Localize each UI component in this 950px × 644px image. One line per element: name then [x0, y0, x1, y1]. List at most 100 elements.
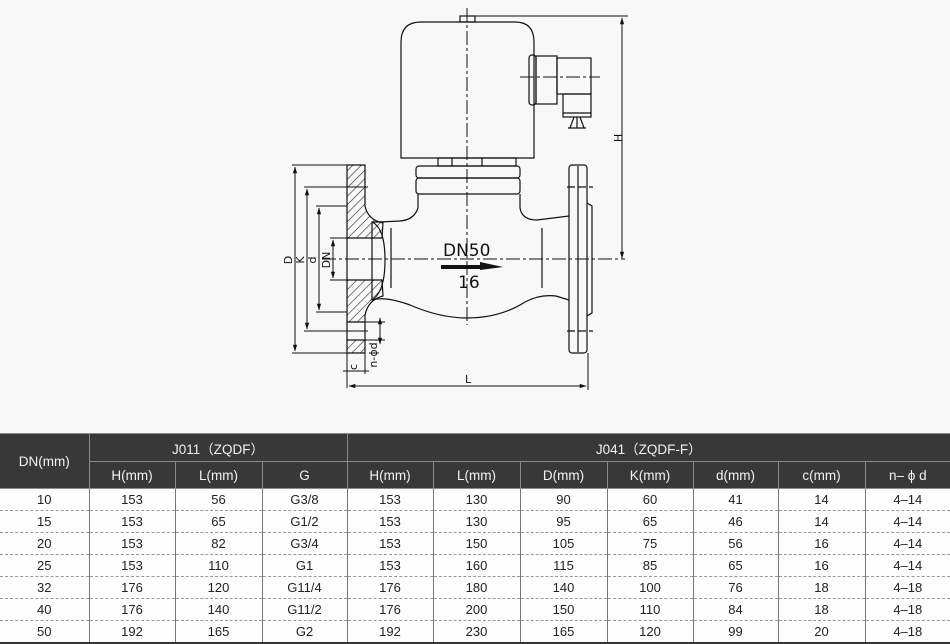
header-group-j041: J041（ZQDF-F）	[346, 433, 950, 462]
cell: 115	[519, 554, 608, 577]
cell: 153	[88, 510, 176, 533]
header-j041-c: c(mm)	[777, 461, 866, 489]
dim-label-K: K	[294, 256, 307, 264]
cell: 130	[432, 488, 521, 511]
cell: 46	[692, 510, 779, 533]
cell: 153	[88, 532, 176, 555]
dim-label-L: L	[465, 373, 472, 386]
header-j041-l: L(mm)	[432, 461, 521, 489]
dim-label-D: D	[282, 256, 295, 264]
cell: 84	[692, 598, 779, 621]
header-j041-k: K(mm)	[606, 461, 694, 489]
header-j011-g: G	[261, 461, 348, 489]
cell: 56	[692, 532, 779, 555]
cell: 130	[432, 510, 521, 533]
cell: 20	[777, 620, 866, 644]
cell: G3/8	[261, 488, 348, 511]
cell: 50	[0, 620, 90, 644]
cell: 14	[777, 510, 866, 533]
table-header-row-columns: H(mm) L(mm) G H(mm) L(mm) D(mm) K(mm) d(…	[0, 461, 950, 489]
header-j041-d-outer: D(mm)	[519, 461, 608, 489]
cell: 20	[0, 532, 90, 555]
cell: 99	[692, 620, 779, 644]
cell: 76	[692, 576, 779, 599]
cell: 160	[432, 554, 521, 577]
header-j041-h: H(mm)	[346, 461, 434, 489]
cell: G3/4	[261, 532, 348, 555]
cell: 192	[88, 620, 176, 644]
cell: 176	[88, 576, 176, 599]
cell: 105	[519, 532, 608, 555]
cell: 165	[174, 620, 263, 644]
valve-technical-drawing: DN50 16 H L D K d DN n-ϕd c	[282, 8, 628, 390]
cell: 140	[174, 598, 263, 621]
cell: 140	[519, 576, 608, 599]
cell: 4–18	[864, 620, 950, 644]
cell: 153	[346, 510, 434, 533]
cell: 82	[174, 532, 263, 555]
cell: 14	[777, 488, 866, 511]
cell: 40	[0, 598, 90, 621]
cell: 100	[606, 576, 694, 599]
cell: 4–14	[864, 554, 950, 577]
cell: 176	[346, 576, 434, 599]
cell: G11/4	[261, 576, 348, 599]
cell: 15	[0, 510, 90, 533]
cell: G2	[261, 620, 348, 644]
left-flange-section	[346, 164, 384, 354]
cell: 165	[519, 620, 608, 644]
header-dn: DN(mm)	[0, 433, 90, 489]
pn-marking: 16	[458, 273, 480, 293]
cell: 153	[346, 488, 434, 511]
cell: 153	[346, 532, 434, 555]
cell: 25	[0, 554, 90, 577]
dn-marking: DN50	[443, 241, 490, 261]
cell: 18	[777, 598, 866, 621]
cell: 41	[692, 488, 779, 511]
cell: 120	[606, 620, 694, 644]
cell: 4–18	[864, 576, 950, 599]
cell: 16	[777, 532, 866, 555]
cell: 60	[606, 488, 694, 511]
cell: 65	[692, 554, 779, 577]
cell: 176	[88, 598, 176, 621]
dim-label-H: H	[612, 134, 625, 142]
cell: 192	[346, 620, 434, 644]
cell: 153	[88, 488, 176, 511]
cell: 90	[519, 488, 608, 511]
cell: 150	[432, 532, 521, 555]
flow-direction-arrow	[441, 262, 503, 270]
cell: 200	[432, 598, 521, 621]
cell: 4–14	[864, 510, 950, 533]
table-header-row-groups: DN(mm) J011（ZQDF） J041（ZQDF-F）	[0, 433, 950, 489]
cell: 110	[606, 598, 694, 621]
cell: 95	[519, 510, 608, 533]
cell: 56	[174, 488, 263, 511]
dim-label-DN: DN	[320, 252, 333, 269]
cell: 85	[606, 554, 694, 577]
header-j011-l: L(mm)	[174, 461, 263, 489]
cell: G11/2	[261, 598, 348, 621]
cell: 110	[174, 554, 263, 577]
cell: 65	[174, 510, 263, 533]
dimension-spec-table: DN(mm) J011（ZQDF） J041（ZQDF-F） H(mm) L(m…	[0, 433, 950, 644]
dim-label-n-phi-d: n-ϕd	[367, 342, 380, 367]
cell: 4–14	[864, 532, 950, 555]
cell: 153	[346, 554, 434, 577]
cell: 120	[174, 576, 263, 599]
cell: 32	[0, 576, 90, 599]
cell: 10	[0, 488, 90, 511]
solenoid-coil	[400, 15, 592, 195]
cell: 180	[432, 576, 521, 599]
header-j011-h: H(mm)	[89, 461, 176, 489]
cell: 18	[777, 576, 866, 599]
cell: 4–14	[864, 488, 950, 511]
cell: 75	[606, 532, 694, 555]
cell: 150	[519, 598, 608, 621]
